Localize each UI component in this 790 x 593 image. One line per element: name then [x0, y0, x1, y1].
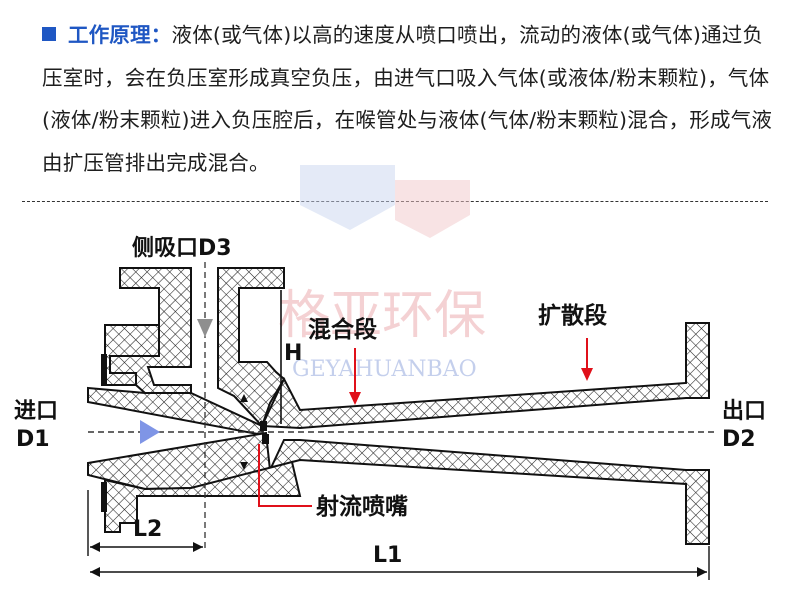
outlet-label-text: 出口	[722, 399, 766, 424]
watermark: 格亚环保 GEYAHUANBAO	[278, 165, 486, 382]
square-bullet-icon	[42, 27, 56, 41]
flow-arrow-icon	[140, 420, 160, 444]
diffuser-leader	[581, 338, 593, 381]
lower-diffuser-wall	[268, 439, 710, 545]
upper-side-inlet-body	[217, 267, 286, 428]
nozzle-label: 射流喷嘴	[315, 493, 408, 520]
upper-diffuser-wall	[260, 322, 710, 430]
upper-left-body	[109, 267, 192, 394]
watermark-en: GEYAHUANBAO	[292, 357, 477, 382]
nozzle-tip-upper	[260, 421, 267, 431]
intro-heading: 工作原理：	[68, 23, 172, 47]
upper-seal-bar	[101, 354, 107, 386]
watermark-logo	[300, 165, 470, 238]
gap-marker-lower-icon	[240, 462, 248, 470]
lower-left-body	[104, 460, 302, 533]
intro-paragraph: 工作原理：液体(或气体)以高的速度从喷口喷出，流动的液体(或气体)通过负压室时，…	[42, 14, 777, 184]
l1-dimension	[90, 546, 710, 580]
diffuser-section-label: 扩散段	[538, 302, 607, 329]
section-divider	[22, 201, 768, 202]
watermark-cn: 格亚环保	[278, 286, 486, 346]
mixing-leader	[349, 348, 361, 405]
nozzle-leader	[258, 444, 312, 507]
nozzle-tip-lower	[262, 434, 269, 444]
l2-label: L2	[133, 517, 162, 542]
h-label: H	[284, 341, 302, 366]
upper-inlet-flange	[104, 324, 160, 386]
outlet-label-code: D2	[722, 427, 756, 452]
inlet-label-text: 进口	[14, 399, 58, 424]
gap-marker-upper-icon	[240, 394, 248, 402]
l2-dimension	[87, 490, 203, 556]
side-inlet-label: 侧吸口D3	[132, 236, 232, 261]
l1-label: L1	[373, 543, 402, 568]
inlet-label-code: D1	[16, 427, 50, 452]
lower-seal-bar	[101, 482, 107, 512]
intro-body: 液体(或气体)以高的速度从喷口喷出，流动的液体(或气体)通过负压室时，会在负压室…	[42, 23, 773, 175]
mixing-section-label: 混合段	[308, 316, 377, 343]
suction-arrow-icon	[197, 319, 213, 337]
